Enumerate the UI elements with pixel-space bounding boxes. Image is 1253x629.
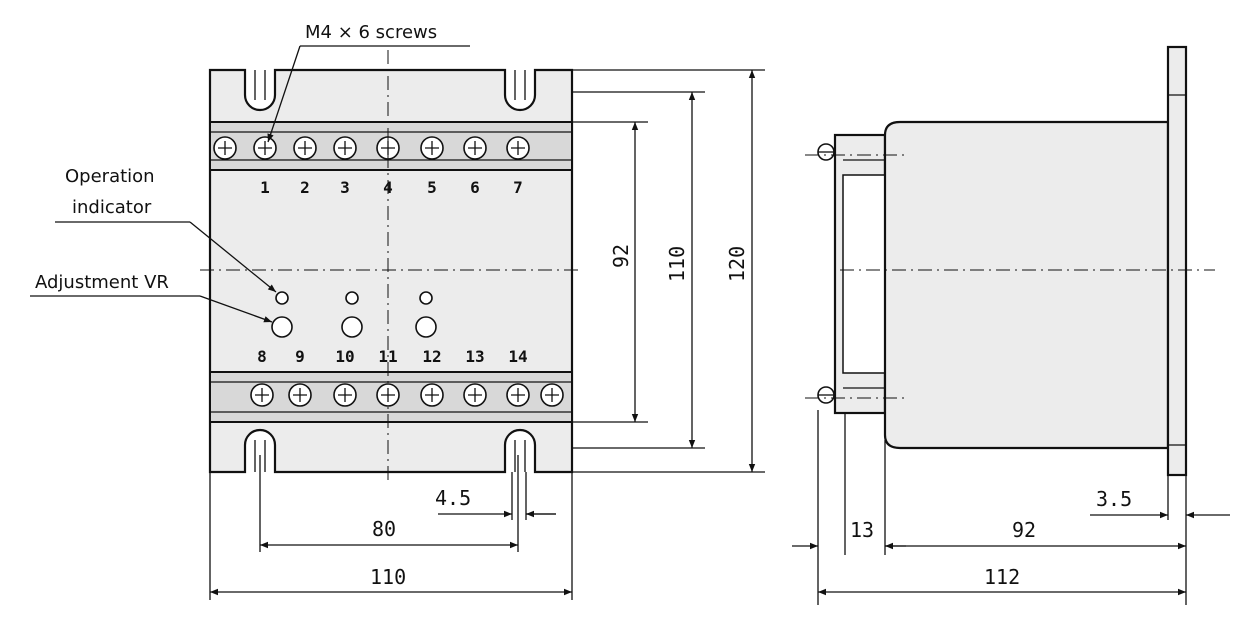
bottom-terminal-label-12: 12 <box>422 347 441 366</box>
dim-92-side: 92 <box>1012 518 1036 542</box>
operation-indicator-3 <box>419 291 433 305</box>
dim-112: 112 <box>984 565 1020 589</box>
top-terminal-label-6: 6 <box>470 178 480 197</box>
top-screw-slot-7 <box>468 141 482 155</box>
top-terminal-label-5: 5 <box>427 178 437 197</box>
callouts: M4 × 6 screws Operation indicator Adjust… <box>30 22 470 323</box>
dim-3-5: 3.5 <box>1096 487 1132 511</box>
top-screw-slot-1 <box>218 141 232 155</box>
dim-110-width: 110 <box>370 565 406 589</box>
bottom-terminal-label-14: 14 <box>508 347 527 366</box>
dim-80: 80 <box>372 517 396 541</box>
top-terminal-label-1: 1 <box>260 178 270 197</box>
operation-indicator-label-2: indicator <box>72 197 152 218</box>
bottom-screw-slot-5 <box>425 388 439 402</box>
operation-indicator-2 <box>345 291 359 305</box>
mounting-slots <box>254 70 526 472</box>
side-rear-flange <box>1166 45 1188 477</box>
adjustment-vr-2 <box>341 316 363 338</box>
bottom-screws <box>250 383 564 407</box>
top-screws <box>213 136 530 160</box>
dim-13: 13 <box>850 518 874 542</box>
top-screw-slot-8 <box>511 141 525 155</box>
adjustment-vr-3 <box>415 316 437 338</box>
bottom-screw-slot-1 <box>255 388 269 402</box>
top-screw-slot-4 <box>338 141 352 155</box>
adjustment-vr-1 <box>271 316 293 338</box>
bottom-screw-slot-6 <box>468 388 482 402</box>
side-housing <box>883 120 1170 450</box>
top-screw-slot-2 <box>258 141 272 155</box>
dim-110-height: 110 <box>665 246 689 282</box>
top-screw-slot-3 <box>298 141 312 155</box>
dim-92-front: 92 <box>609 244 633 268</box>
bottom-screw-slot-7 <box>511 388 525 402</box>
side-view <box>805 45 1215 477</box>
bottom-terminal-label-9: 9 <box>295 347 305 366</box>
bottom-terminal-label-10: 10 <box>335 347 354 366</box>
side-dimensions: 3.5 13 92 112 <box>792 410 1230 605</box>
dim-120-height: 120 <box>725 246 749 282</box>
top-terminal-label-3: 3 <box>340 178 350 197</box>
operation-indicator-label-1: Operation <box>65 166 155 187</box>
operation-indicator-1 <box>275 291 289 305</box>
bottom-screw-slot-8 <box>545 388 559 402</box>
adjustment-vr-label: Adjustment VR <box>35 272 169 293</box>
screws-callout: M4 × 6 screws <box>305 22 437 43</box>
bottom-terminal-label-13: 13 <box>465 347 484 366</box>
top-terminal-label-2: 2 <box>300 178 310 197</box>
front-dimensions: 92 110 120 4.5 80 110 <box>209 69 765 600</box>
bottom-terminal-label-8: 8 <box>257 347 267 366</box>
top-screw-slot-6 <box>425 141 439 155</box>
bottom-screw-slot-3 <box>338 388 352 402</box>
top-terminal-label-7: 7 <box>513 178 523 197</box>
dim-4-5: 4.5 <box>435 486 471 510</box>
indicators <box>271 291 437 338</box>
bottom-screw-slot-2 <box>293 388 307 402</box>
